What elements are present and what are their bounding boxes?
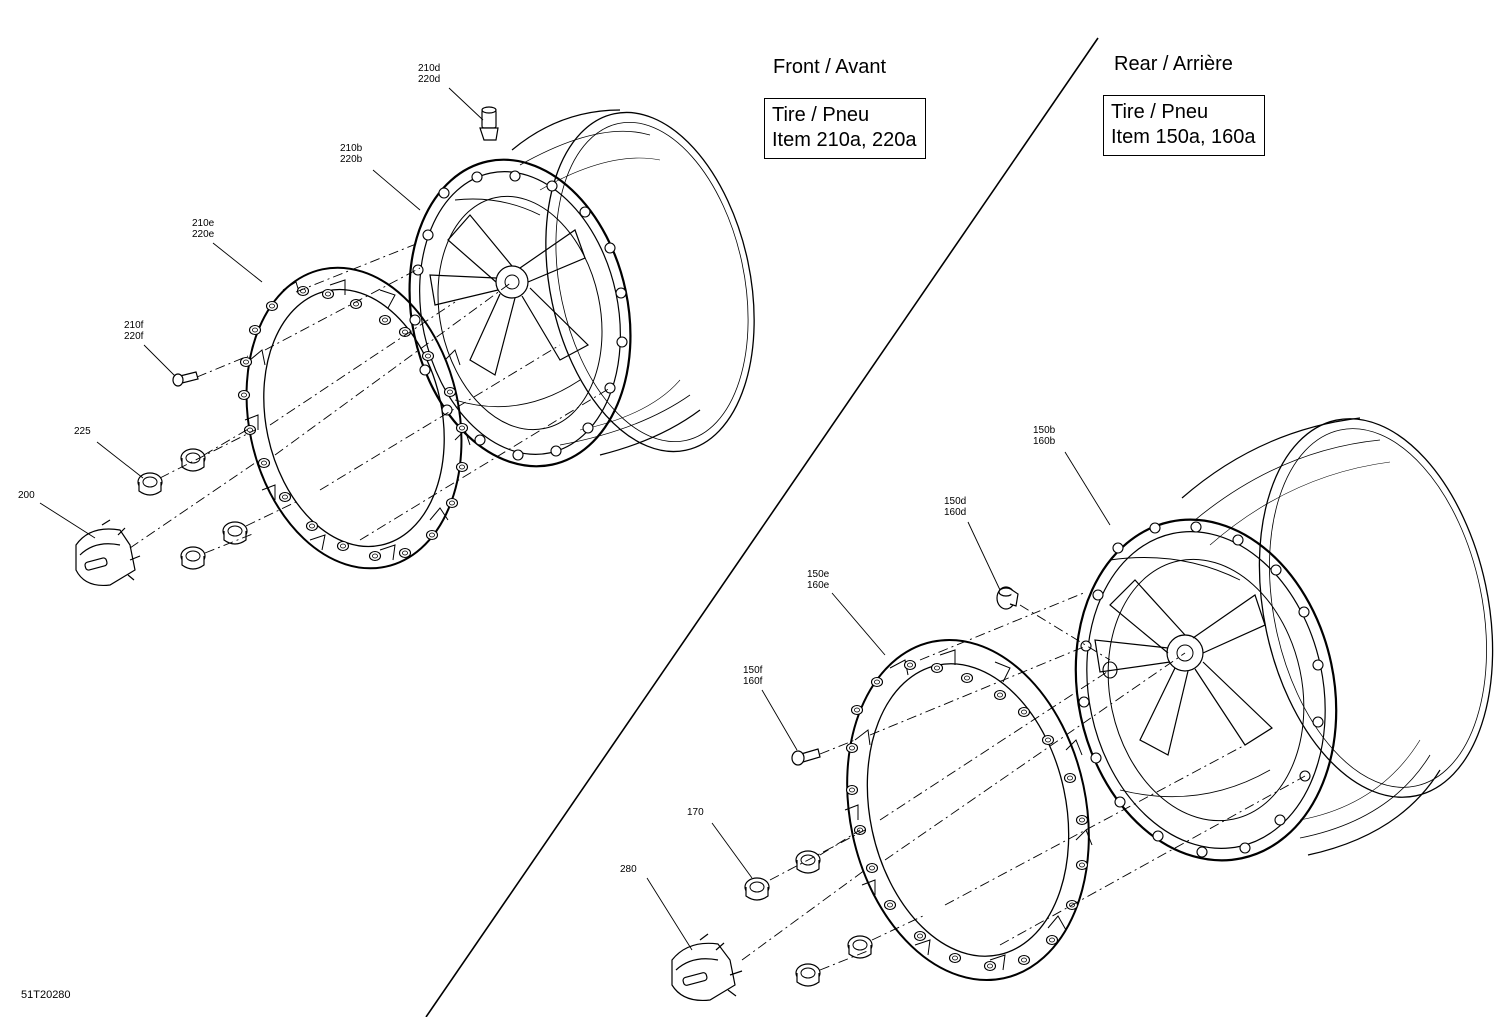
- front-leader-lines: [39, 87, 484, 539]
- front-valve-stem: [479, 106, 499, 141]
- callout-front-bolt: 210f 220f: [124, 320, 143, 342]
- rear-bolt: [791, 748, 821, 766]
- front-bolt: [172, 371, 199, 387]
- callout-front-rim-line1: 210b: [340, 143, 363, 154]
- callout-rear-valve-line2: 160d: [944, 507, 967, 518]
- callout-rear-rim-line1: 150b: [1033, 425, 1056, 436]
- rear-valve-stem: [996, 586, 1019, 610]
- rear-hub-cap: [671, 933, 743, 1002]
- callout-front-valve-line1: 210d: [418, 63, 441, 74]
- front-rim-bolt-holes: [409, 170, 628, 461]
- rear-heading: Rear / Arrière: [1114, 53, 1233, 75]
- callout-rear-bolt-line1: 150f: [743, 665, 763, 676]
- rear-lug-nuts: [744, 850, 873, 987]
- rear-tire-note: Tire / Pneu Item 150a, 160a: [1103, 95, 1265, 156]
- front-tire-note-line2: Item 210a, 220a: [772, 129, 917, 151]
- callout-front-cap: 200: [18, 490, 35, 501]
- front-beadlock-ring: [244, 266, 471, 570]
- document-id: 51T20280: [21, 989, 71, 1001]
- callout-rear-bolt-line2: 160f: [743, 676, 763, 687]
- callout-rear-rim-line2: 160b: [1033, 436, 1056, 447]
- callout-front-valve: 210d 220d: [418, 63, 440, 85]
- front-tire-note-line1: Tire / Pneu: [772, 104, 870, 126]
- callout-rear-nut: 170: [687, 807, 704, 818]
- callout-front-ring-line1: 210e: [192, 218, 215, 229]
- front-dashed-guides: [129, 243, 611, 554]
- front-lug-nuts: [137, 448, 248, 570]
- front-heading: Front / Avant: [773, 56, 887, 78]
- rear-beadlock-ring: [844, 638, 1093, 982]
- callout-rear-ring-line2: 160e: [807, 580, 830, 591]
- rear-dashed-guides: [741, 591, 1306, 971]
- callout-rear-ring-line1: 150e: [807, 569, 830, 580]
- callout-front-ring: 210e 220e: [192, 218, 214, 240]
- callout-front-valve-line2: 220d: [418, 74, 441, 85]
- callout-front-bolt-line2: 220f: [124, 331, 144, 342]
- callout-front-rim-line2: 220b: [340, 154, 363, 165]
- callout-rear-cap: 280: [620, 864, 637, 875]
- rear-rim-bolt-holes: [1078, 521, 1324, 858]
- section-divider: [425, 37, 1099, 1017]
- rear-tire-note-line1: Tire / Pneu: [1111, 101, 1209, 123]
- callout-front-nut: 225: [74, 426, 91, 437]
- rear-leader-lines: [646, 451, 1111, 951]
- rear-tire-note-line2: Item 150a, 160a: [1111, 126, 1256, 148]
- callout-front-rim: 210b 220b: [340, 143, 362, 165]
- rear-wheel-rim: [1074, 417, 1494, 862]
- callout-rear-valve: 150d 160d: [944, 496, 966, 518]
- callout-rear-ring: 150e 160e: [807, 569, 829, 591]
- callout-rear-bolt: 150f 160f: [743, 665, 762, 687]
- callout-rear-valve-line1: 150d: [944, 496, 967, 507]
- callout-front-ring-line2: 220e: [192, 229, 215, 240]
- callout-front-bolt-line1: 210f: [124, 320, 144, 331]
- callout-rear-rim: 150b 160b: [1033, 425, 1055, 447]
- front-tire-note: Tire / Pneu Item 210a, 220a: [764, 98, 926, 159]
- front-hub-cap: [75, 519, 141, 587]
- front-wheel-rim: [408, 109, 755, 468]
